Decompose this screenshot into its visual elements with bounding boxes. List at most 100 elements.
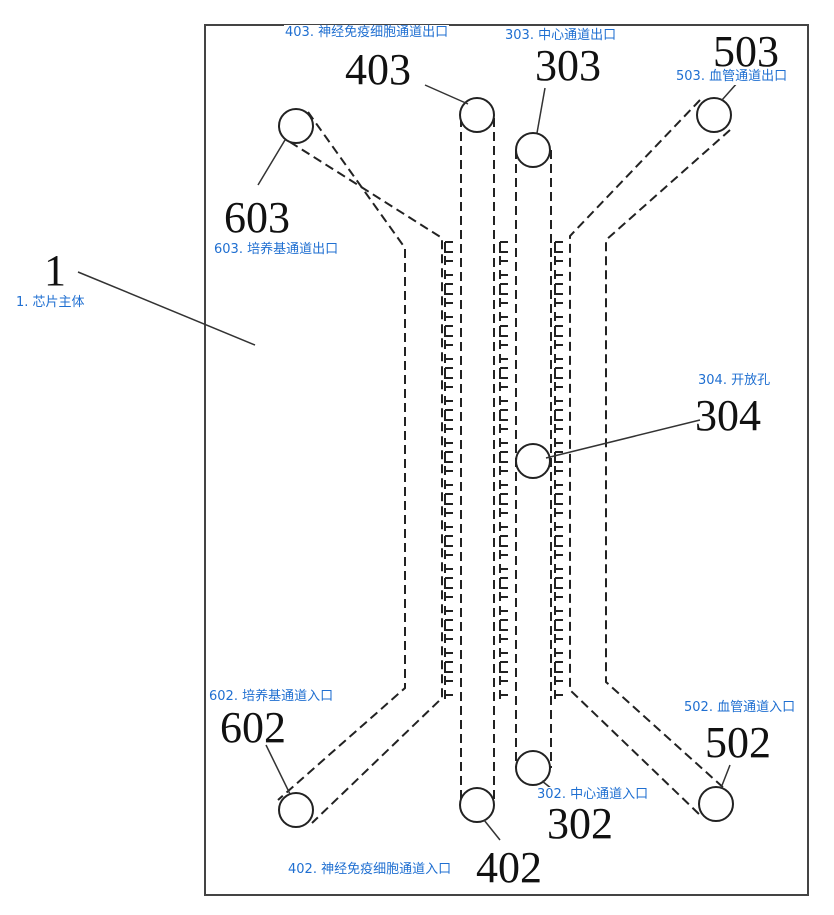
comb-structure xyxy=(444,312,453,321)
port-302[interactable] xyxy=(515,750,551,786)
vessel-channel-outer xyxy=(605,129,731,791)
comb-structure xyxy=(499,690,508,699)
comb-structure xyxy=(554,480,563,489)
comb-structure xyxy=(554,256,563,265)
comb-structure xyxy=(554,592,563,601)
port-304[interactable] xyxy=(515,443,551,479)
comb-structure xyxy=(444,270,453,279)
comb-structure xyxy=(499,283,508,295)
comb-structure xyxy=(499,619,508,631)
port-603[interactable] xyxy=(278,108,314,144)
comb-structure xyxy=(499,241,508,253)
ref-403: 403 xyxy=(345,45,411,94)
label-304: 304. 开放孔 xyxy=(697,373,772,389)
comb-structure xyxy=(499,648,508,657)
comb-structure xyxy=(444,367,453,379)
port-503[interactable] xyxy=(696,97,732,133)
comb-structure xyxy=(444,424,453,433)
comb-structure xyxy=(554,690,563,699)
ref-302: 302 xyxy=(547,799,613,848)
comb-structure xyxy=(444,606,453,615)
comb-structure xyxy=(444,396,453,405)
leader-304 xyxy=(545,419,701,459)
port-403[interactable] xyxy=(459,97,495,133)
comb-structure xyxy=(444,283,453,295)
port-303[interactable] xyxy=(515,132,551,168)
comb-structure xyxy=(444,648,453,657)
comb-structure xyxy=(499,409,508,421)
comb-structure xyxy=(554,354,563,363)
label-1: 1. 芯片主体 xyxy=(15,295,86,311)
comb-structure xyxy=(499,466,508,475)
comb-structure xyxy=(554,535,563,547)
comb-structure xyxy=(444,256,453,265)
comb-structure xyxy=(499,298,508,307)
label-403: 403. 神经免疫细胞通道出口 xyxy=(284,25,450,41)
leader-603 xyxy=(257,139,286,186)
comb-structure xyxy=(444,690,453,699)
comb-structure xyxy=(554,382,563,391)
comb-structure xyxy=(444,409,453,421)
leader-1 xyxy=(77,271,256,346)
comb-structure xyxy=(499,480,508,489)
port-402[interactable] xyxy=(459,787,495,823)
comb-structure xyxy=(554,522,563,531)
comb-structure xyxy=(499,592,508,601)
comb-structure xyxy=(499,367,508,379)
comb-structure xyxy=(499,256,508,265)
comb-structure xyxy=(554,661,563,673)
ref-1: 1 xyxy=(44,246,66,295)
port-602[interactable] xyxy=(278,792,314,828)
label-502: 502. 血管通道入口 xyxy=(683,700,797,716)
leader-403 xyxy=(424,84,469,105)
leader-303 xyxy=(536,87,546,134)
comb-structure xyxy=(554,564,563,573)
label-303: 303. 中心通道出口 xyxy=(504,28,618,44)
comb-structure xyxy=(444,451,453,463)
label-602: 602. 培养基通道入口 xyxy=(208,689,335,705)
comb-structure xyxy=(499,550,508,559)
ref-602: 602 xyxy=(220,703,286,752)
comb-structure xyxy=(554,367,563,379)
leader-502 xyxy=(720,764,731,789)
comb-structure xyxy=(444,382,453,391)
port-502[interactable] xyxy=(698,786,734,822)
medium-channel-inner xyxy=(289,141,443,824)
comb-structure xyxy=(444,619,453,631)
comb-structure xyxy=(499,508,508,517)
medium-channel-outer xyxy=(277,111,406,801)
comb-structure xyxy=(444,493,453,505)
comb-structure xyxy=(499,396,508,405)
comb-structure xyxy=(499,661,508,673)
comb-structure xyxy=(499,382,508,391)
comb-structure xyxy=(499,535,508,547)
comb-structure xyxy=(499,577,508,589)
comb-structure xyxy=(444,480,453,489)
comb-structure xyxy=(554,508,563,517)
comb-structure xyxy=(444,325,453,337)
comb-structure xyxy=(499,270,508,279)
comb-structure xyxy=(554,325,563,337)
label-402: 402. 神经免疫细胞通道入口 xyxy=(287,862,453,878)
comb-structure xyxy=(554,241,563,253)
ref-603: 603 xyxy=(224,193,290,242)
comb-structure xyxy=(554,424,563,433)
label-503: 503. 血管通道出口 xyxy=(675,69,789,85)
comb-structure xyxy=(554,396,563,405)
comb-structure xyxy=(554,493,563,505)
comb-structure xyxy=(499,676,508,685)
comb-structure xyxy=(554,606,563,615)
comb-structure xyxy=(554,466,563,475)
comb-structure xyxy=(554,283,563,295)
chip-body xyxy=(204,24,809,896)
comb-structure xyxy=(444,508,453,517)
ref-502: 502 xyxy=(705,718,771,767)
comb-structure xyxy=(444,592,453,601)
comb-structure xyxy=(499,606,508,615)
comb-structure xyxy=(499,493,508,505)
comb-structure xyxy=(554,409,563,421)
comb-structure xyxy=(554,577,563,589)
ref-304: 304 xyxy=(695,391,761,440)
comb-structure xyxy=(499,451,508,463)
